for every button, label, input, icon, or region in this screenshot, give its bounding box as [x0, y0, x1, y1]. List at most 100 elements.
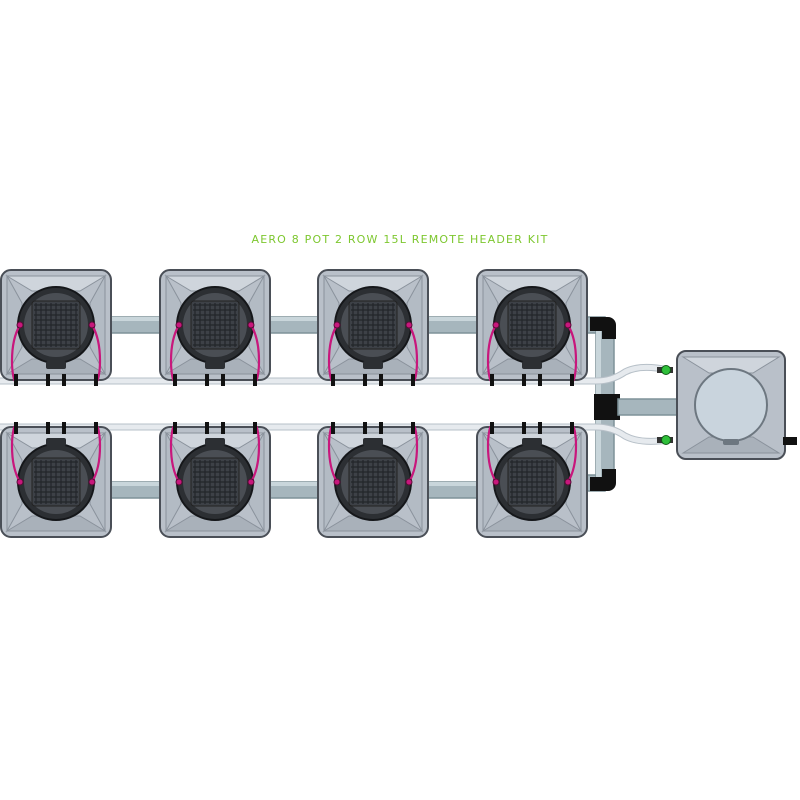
pot-bevel — [322, 515, 424, 532]
hose-clip — [62, 374, 66, 386]
pot-bevel — [323, 431, 340, 533]
drip-emitter — [333, 478, 341, 486]
hose-clip — [379, 374, 383, 386]
hose-clip — [14, 422, 18, 434]
drip-emitter — [492, 478, 500, 486]
pipe-highlight — [266, 317, 322, 321]
diagram-title: AERO 8 POT 2 ROW 15L REMOTE HEADER KIT — [251, 233, 549, 246]
drip-emitter — [175, 321, 183, 329]
hose-clip — [46, 374, 50, 386]
pot — [159, 422, 271, 538]
lid-tab — [205, 438, 225, 446]
hose-clip — [173, 374, 177, 386]
drain-outlet — [783, 437, 797, 445]
pot — [317, 422, 429, 538]
lid-tab — [363, 438, 383, 446]
hose-clip — [94, 374, 98, 386]
pot-bevel — [165, 431, 182, 533]
pot — [476, 269, 588, 386]
drip-emitter — [88, 321, 96, 329]
drip-emitter — [247, 478, 255, 486]
pot — [159, 269, 271, 386]
elbow-fitting — [590, 469, 616, 491]
tank-lid — [694, 368, 768, 442]
drip-emitter — [405, 478, 413, 486]
pot-bevel — [164, 275, 266, 292]
tank-lid-tab — [723, 439, 739, 445]
hose-clip — [62, 422, 66, 434]
hose-clip — [221, 374, 225, 386]
hose-clip — [253, 374, 257, 386]
lid-tab — [46, 438, 66, 446]
hose-clip — [363, 422, 367, 434]
pot — [0, 422, 112, 538]
pot — [476, 422, 588, 538]
hose-clip — [411, 374, 415, 386]
pot-bevel — [322, 275, 424, 292]
hose-clip — [253, 422, 257, 434]
pot-bevel — [89, 431, 106, 533]
tank-bevel — [681, 356, 781, 374]
hose-clip — [570, 422, 574, 434]
hose-clip — [173, 422, 177, 434]
pot — [0, 269, 112, 386]
drip-emitter — [88, 478, 96, 486]
lid-tab — [363, 361, 383, 369]
hose-clip — [522, 374, 526, 386]
valve — [661, 365, 671, 375]
drip-emitter — [405, 321, 413, 329]
pipe-highlight — [424, 482, 481, 486]
hose-clip — [490, 374, 494, 386]
pot-bevel — [5, 275, 107, 292]
pot-bevel — [323, 274, 340, 376]
pot-bevel — [406, 274, 423, 376]
hose-clip — [221, 422, 225, 434]
drip-emitter — [564, 321, 572, 329]
feed-pipe — [617, 398, 681, 416]
hose-clip — [331, 374, 335, 386]
drip-emitter — [16, 321, 24, 329]
valve — [661, 435, 671, 445]
drip-emitter — [333, 321, 341, 329]
hose-clip — [205, 422, 209, 434]
pot-bevel — [248, 431, 265, 533]
pot-bevel — [89, 274, 106, 376]
pot-bevel — [481, 515, 583, 532]
pot-bevel — [6, 274, 23, 376]
hose-clip — [411, 422, 415, 434]
drip-emitter — [175, 478, 183, 486]
elbow-fitting — [590, 317, 616, 339]
pot-bevel — [482, 431, 499, 533]
lid-tab — [522, 361, 542, 369]
hose-clip — [538, 422, 542, 434]
pot-bevel — [5, 515, 107, 532]
pot-bevel — [481, 275, 583, 292]
pot-bevel — [248, 274, 265, 376]
drip-emitter — [564, 478, 572, 486]
lid-tab — [46, 361, 66, 369]
drip-emitter — [247, 321, 255, 329]
lid-tab — [522, 438, 542, 446]
hose-clip — [363, 374, 367, 386]
pot-array — [0, 269, 588, 538]
drip-hose — [0, 364, 669, 384]
lid-tab — [205, 361, 225, 369]
pot-bevel — [565, 431, 582, 533]
pipe-highlight — [266, 482, 322, 486]
pot-bevel — [165, 274, 182, 376]
pot-bevel — [565, 274, 582, 376]
tee-fitting — [594, 394, 620, 420]
pot-bevel — [482, 274, 499, 376]
pipework — [0, 316, 681, 499]
drip-hose — [0, 424, 669, 444]
pot-bevel — [406, 431, 423, 533]
drip-emitter — [492, 321, 500, 329]
pot-bevel — [164, 515, 266, 532]
header-tank-assembly — [657, 350, 797, 460]
pipe-highlight — [107, 317, 164, 321]
hose-clip — [570, 374, 574, 386]
hose-clip — [522, 422, 526, 434]
drip-emitter — [16, 478, 24, 486]
hose-clip — [205, 374, 209, 386]
